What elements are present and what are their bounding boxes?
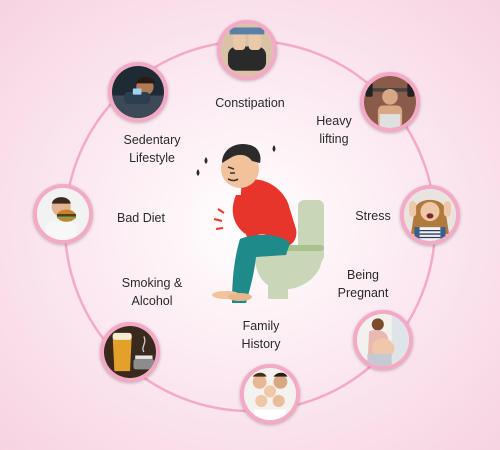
burger-eating-icon	[37, 188, 89, 240]
stress-photo	[400, 185, 460, 245]
label-bad-diet: Bad Diet	[117, 211, 165, 225]
label-being-pregnant: Being Pregnant	[337, 268, 389, 300]
heavy-lifting-photo	[360, 72, 420, 132]
family-icon	[244, 368, 296, 420]
stressed-woman-icon	[404, 189, 456, 241]
label-stress: Stress	[355, 209, 391, 223]
smoking-alcohol-photo	[100, 322, 160, 382]
label-constipation: Constipation	[215, 96, 285, 110]
label-family-history: Family History	[241, 319, 281, 351]
man-on-couch-icon	[112, 66, 164, 118]
family-history-photo	[240, 364, 300, 424]
beer-cigarette-icon	[104, 326, 156, 378]
being-pregnant-photo	[353, 310, 413, 370]
man-straining-on-toilet-icon	[196, 143, 324, 303]
label-smoking-alcohol: Smoking & Alcohol	[121, 276, 183, 308]
toilet-feet-icon	[221, 24, 273, 76]
sedentary-lifestyle-photo	[108, 62, 168, 122]
center-illustration	[170, 135, 340, 305]
weightlifter-icon	[364, 76, 416, 128]
label-heavy-lifting: Heavy lifting	[316, 114, 352, 146]
constipation-photo	[217, 20, 277, 80]
label-sedentary-lifestyle: Sedentary Lifestyle	[123, 133, 181, 165]
pregnant-woman-icon	[357, 314, 409, 366]
bad-diet-photo	[33, 184, 93, 244]
